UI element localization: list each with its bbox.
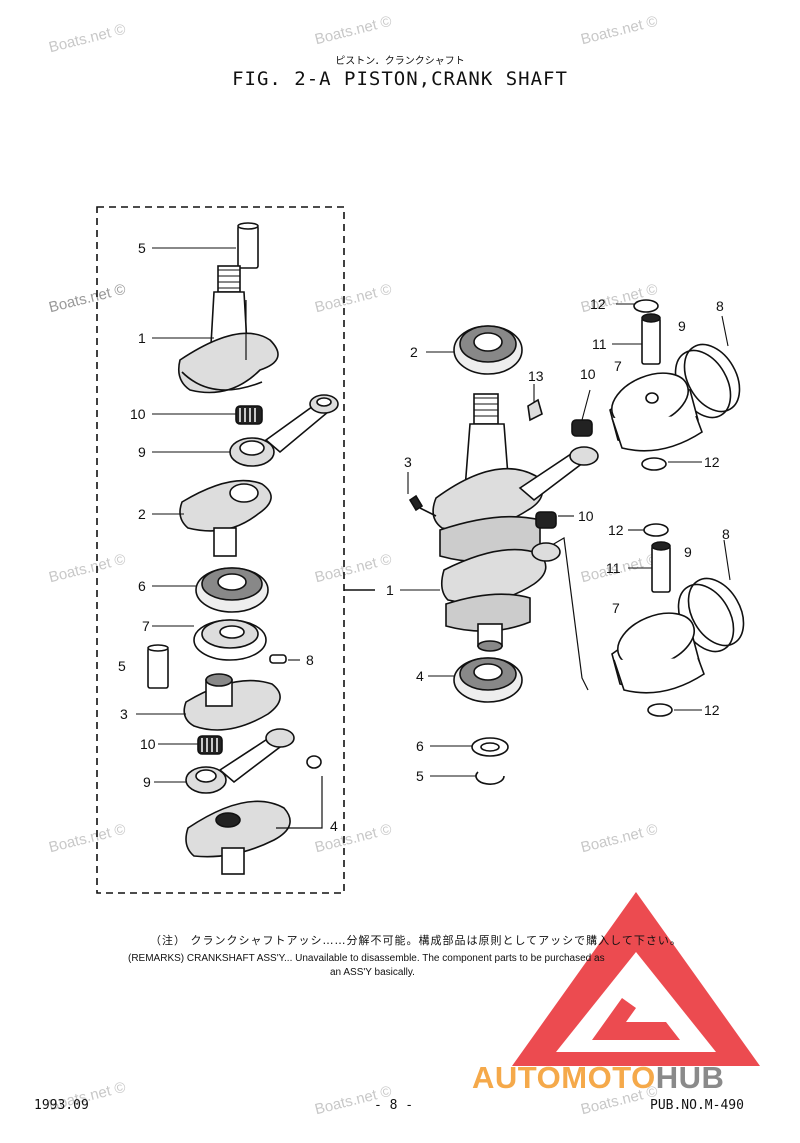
circlip-part (475, 771, 505, 785)
oil-seal-part (193, 619, 267, 661)
ball-bearing-part (195, 567, 269, 613)
automotohub-logo-mark (512, 892, 760, 1066)
crank-pin-part (237, 222, 259, 269)
crank-pin-part (147, 644, 169, 689)
connecting-rod-part (185, 728, 295, 794)
logo-part-automoto: AUTOMOTO (472, 1060, 656, 1095)
callout-label: 8 (716, 298, 724, 314)
needle-bearing-part (535, 511, 557, 529)
callout-label: 10 (580, 366, 596, 382)
leader-lines (136, 247, 731, 783)
callout-label: 10 (130, 406, 146, 422)
callout-label: 8 (306, 652, 314, 668)
circlip-part (633, 299, 659, 313)
automotohub-logo-text: AUTOMOTOHUB (472, 1060, 724, 1096)
remarks-japanese: （注） クランクシャフトアッシ……分解不可能。構成部品は原則としてアッシで購入し… (150, 934, 682, 947)
crank-web-part (183, 673, 281, 731)
callout-label: 13 (528, 368, 544, 384)
callout-label: 8 (722, 526, 730, 542)
bottom-bearing-part (453, 657, 523, 703)
callout-label: 1 (138, 330, 146, 346)
crank-web-part (179, 479, 272, 557)
callout-label: 4 (416, 668, 424, 684)
callout-label: 2 (410, 344, 418, 360)
washer-part (471, 737, 509, 757)
circlip-part (643, 523, 669, 537)
callout-label: 10 (140, 736, 156, 752)
remarks-english: (REMARKS) CRANKSHAFT ASS'Y... Unavailabl… (128, 953, 605, 964)
callout-label: 12 (704, 702, 720, 718)
callout-label: 2 (138, 506, 146, 522)
callout-label: 3 (404, 454, 412, 470)
upper-crank-half-part (177, 265, 279, 394)
callout-label: 6 (138, 578, 146, 594)
callout-label: 11 (606, 560, 621, 576)
top-bearing-part (453, 325, 523, 375)
assembly-dashed-box (96, 206, 345, 894)
assembled-crankshaft-part (432, 393, 547, 652)
circlip-part (647, 703, 673, 717)
japanese-title: ピストン．クランクシャフト (335, 56, 465, 67)
remarks-english-continued: an ASS'Y basically. (330, 967, 415, 978)
callout-label: 4 (330, 818, 338, 834)
callout-label: 5 (138, 240, 146, 256)
circlip-part (641, 457, 667, 471)
logo-part-hub: HUB (655, 1060, 725, 1095)
callout-label: 3 (120, 706, 128, 722)
dowel-pin-part (269, 654, 287, 664)
callout-label: 9 (684, 544, 692, 560)
piston-pin-part (641, 313, 661, 365)
bolt-part (408, 494, 424, 512)
figure-title: FIG. 2-A PISTON,CRANK SHAFT (232, 68, 568, 90)
needle-bearing-part (571, 419, 593, 437)
connecting-rod-part (229, 394, 339, 467)
needle-bearing-part (235, 405, 263, 425)
piston-part (609, 372, 703, 452)
callout-label: 7 (142, 618, 150, 634)
callout-label: 11 (592, 336, 607, 352)
callout-label: 5 (118, 658, 126, 674)
callout-label: 1 (386, 582, 394, 598)
footer-publication-number: PUB.NO.M-490 (650, 1098, 744, 1113)
lower-crank-half-part (185, 755, 323, 875)
connecting-rod-part (518, 446, 599, 502)
callout-label: 12 (590, 296, 606, 312)
callout-label: 9 (143, 774, 151, 790)
callout-label: 9 (678, 318, 686, 334)
callout-label: 12 (608, 522, 624, 538)
callout-label: 9 (138, 444, 146, 460)
footer-date: 1993.09 (34, 1098, 89, 1113)
needle-bearing-part (197, 735, 223, 755)
callout-label: 6 (416, 738, 424, 754)
key-part (527, 398, 543, 422)
callout-label: 5 (416, 768, 424, 784)
piston-pin-part (651, 541, 671, 593)
callout-label: 10 (578, 508, 594, 524)
piston-part (611, 612, 705, 694)
footer-page-number: - 8 - (374, 1098, 414, 1113)
callout-label: 7 (612, 600, 620, 616)
callout-label: 7 (614, 358, 622, 374)
callout-label: 12 (704, 454, 720, 470)
